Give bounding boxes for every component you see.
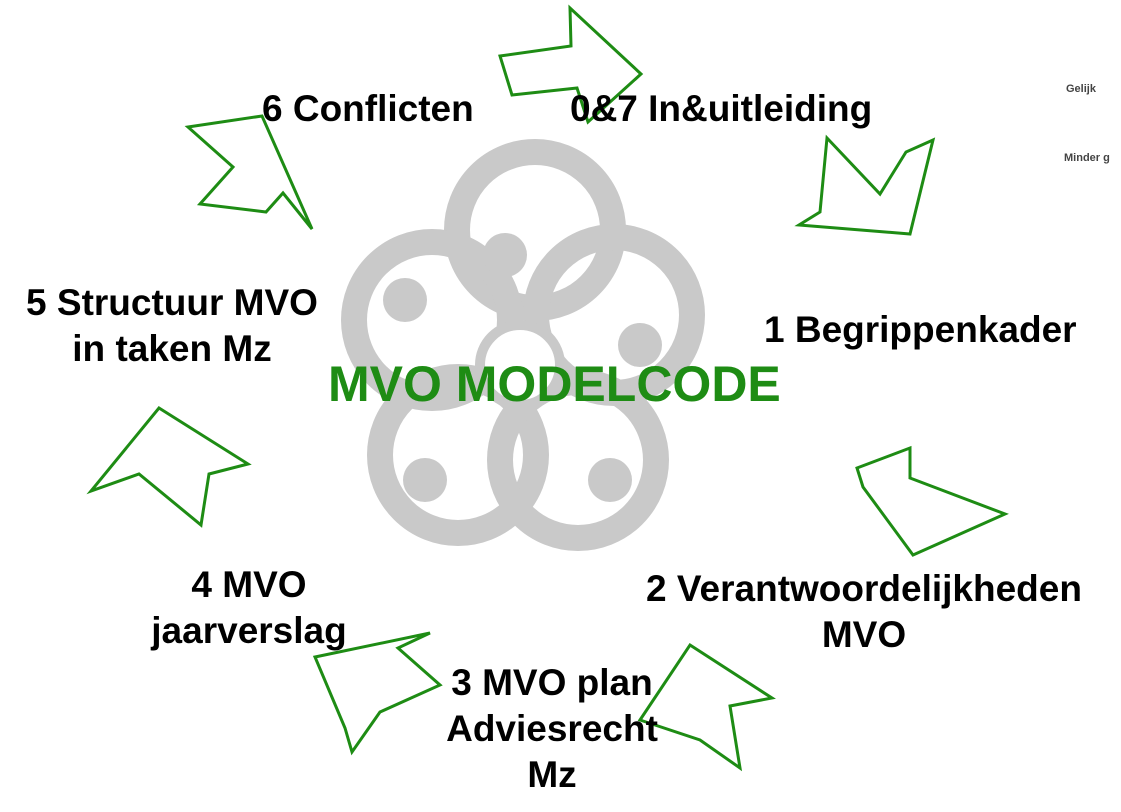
- cropped-text-minder: Minder g: [1064, 152, 1110, 164]
- center-title: MVO MODELCODE: [328, 356, 781, 412]
- step-line: 1 Begrippenkader: [764, 309, 1077, 350]
- cropped-text-gelijk: Gelijk: [1066, 83, 1096, 95]
- arrow-icon: [312, 631, 443, 756]
- step-line: 5 Structuur MVO: [26, 282, 318, 323]
- step-line: 4 MVO: [191, 564, 307, 605]
- arrow-icon: [86, 406, 252, 528]
- step-label-conflicten: 6 Conflicten: [262, 86, 474, 132]
- arrow-icon: [498, 4, 644, 125]
- arrow-icon: [637, 642, 776, 772]
- step-label-verantwoordelijkheden: 2 Verantwoordelijkheden MVO: [614, 566, 1114, 658]
- step-line: 6 Conflicten: [262, 88, 474, 129]
- flow-arrows: [86, 4, 1009, 772]
- step-line: jaarverslag: [151, 610, 347, 651]
- step-line: in taken Mz: [72, 328, 272, 369]
- step-line: 3 MVO plan: [451, 662, 653, 703]
- step-line: 0&7 In&uitleiding: [570, 88, 873, 129]
- step-line: 2 Verantwoordelijkheden: [646, 568, 1082, 609]
- step-line: Mz: [527, 754, 577, 795]
- step-line: MVO: [821, 614, 907, 655]
- swirl-logo: [341, 139, 705, 551]
- step-label-begrippenkader: 1 Begrippenkader: [764, 307, 1077, 353]
- step-label-structuur: 5 Structuur MVO in taken Mz: [2, 280, 342, 372]
- arrow-icon: [855, 445, 1009, 557]
- step-label-in-uitleiding: 0&7 In&uitleiding: [570, 86, 872, 132]
- arrow-icon: [794, 134, 936, 236]
- step-line: Adviesrecht: [446, 708, 658, 749]
- arrow-icon: [184, 114, 314, 230]
- step-label-jaarverslag: 4 MVO jaarverslag: [124, 562, 374, 654]
- step-label-mvo-plan: 3 MVO plan Adviesrecht Mz: [414, 660, 690, 798]
